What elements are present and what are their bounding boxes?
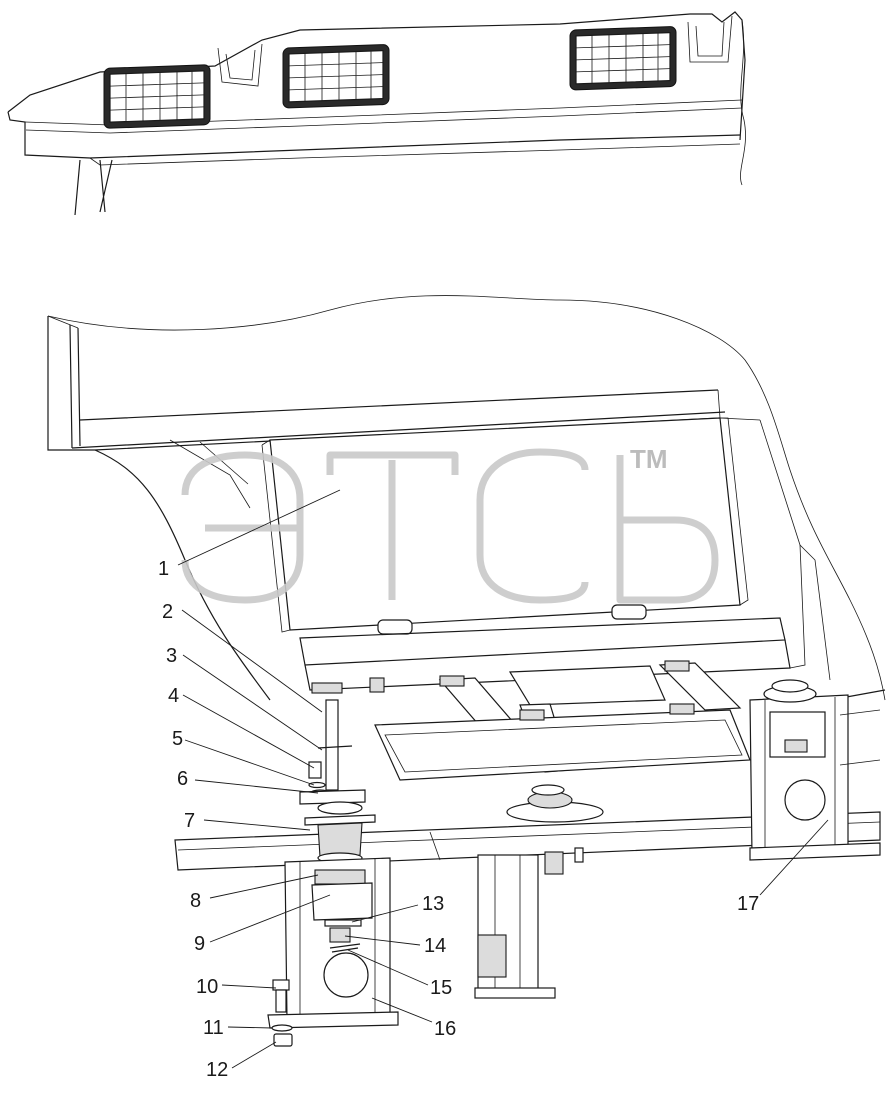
callout-16: 16	[434, 1018, 456, 1040]
watermark-logo: TM	[181, 444, 719, 604]
vent-grille-right	[569, 26, 677, 91]
center-mount	[474, 784, 604, 999]
callout-17: 17	[737, 893, 759, 915]
callout-10: 10	[196, 976, 218, 998]
vent-grille-left	[103, 64, 211, 129]
callout-6: 6	[177, 768, 188, 790]
left-mount-assembly	[267, 699, 399, 1047]
cab-roof-top-view	[7, 11, 746, 216]
callout-2: 2	[162, 601, 173, 623]
callout-3: 3	[166, 645, 177, 667]
callout-15: 15	[430, 977, 452, 999]
callout-4: 4	[168, 685, 179, 707]
vent-grille-middle	[282, 44, 390, 109]
callout-13: 13	[422, 893, 444, 915]
callout-8: 8	[190, 890, 201, 912]
callout-leaders	[177, 489, 829, 1069]
callout-14: 14	[424, 935, 446, 957]
callout-1: 1	[158, 558, 169, 580]
trademark-symbol: TM	[630, 444, 668, 474]
callout-labels: 1 2 3 4 5 6 7 8 9 10 11 12 13 14 15 16 1…	[158, 558, 759, 1081]
callout-12: 12	[206, 1059, 228, 1081]
right-mount-bracket	[749, 679, 881, 861]
callout-5: 5	[172, 728, 183, 750]
callout-7: 7	[184, 810, 195, 832]
callout-9: 9	[194, 933, 205, 955]
callout-11: 11	[203, 1017, 224, 1039]
